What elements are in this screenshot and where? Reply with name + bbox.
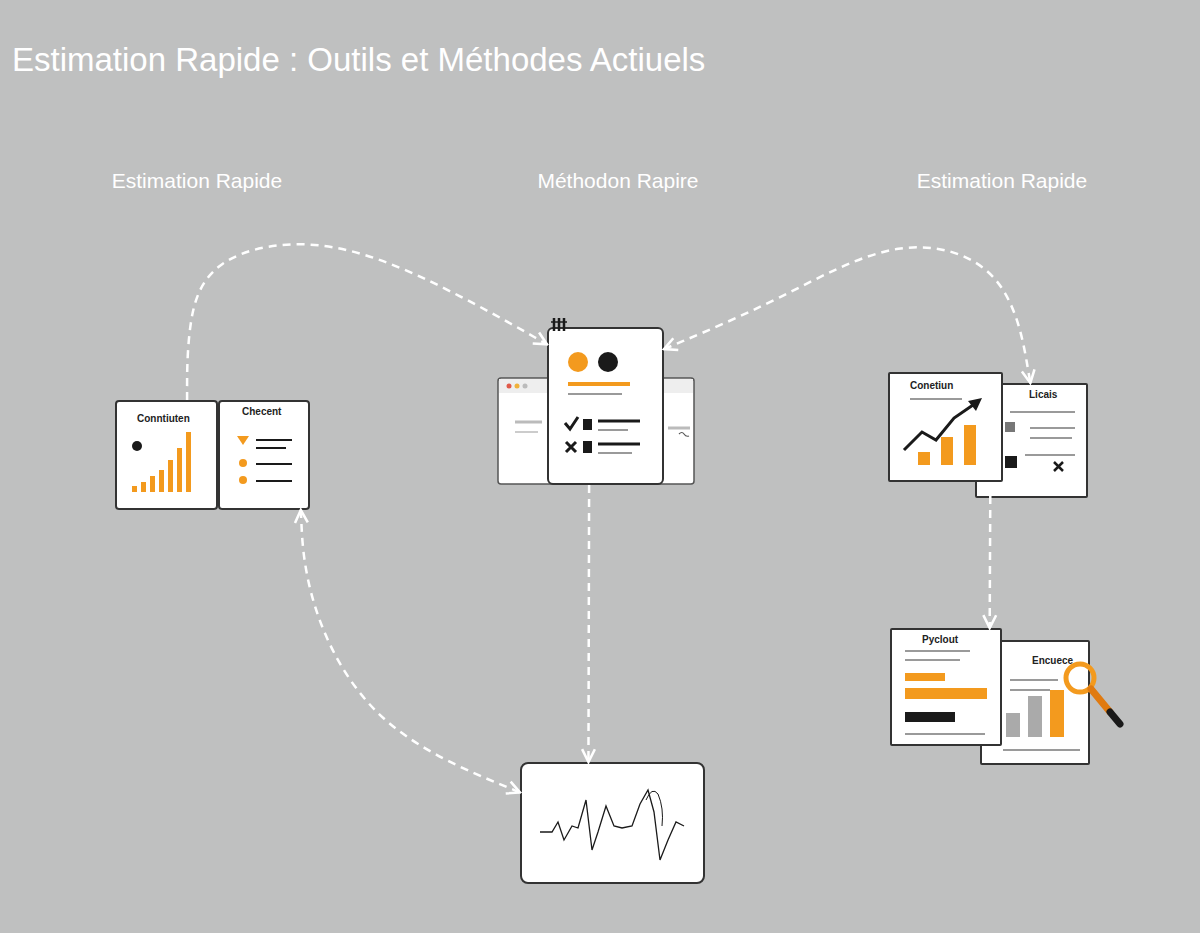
report-bar	[905, 688, 987, 699]
chart-bar	[186, 432, 191, 492]
text-line	[905, 659, 960, 661]
column-heading: Estimation Rapide	[37, 168, 357, 194]
text-line	[905, 650, 970, 652]
dashed-arrow	[301, 510, 520, 793]
text-line	[256, 480, 292, 482]
list-square	[1005, 422, 1015, 432]
bar-chart-icon	[132, 432, 191, 492]
waveform-line	[540, 790, 684, 860]
text-line	[1030, 427, 1075, 429]
pin-mark	[553, 318, 556, 331]
list-square	[1005, 456, 1017, 468]
trend-line	[904, 405, 973, 450]
card-heading: Encuece	[1032, 655, 1086, 667]
highlight-line	[568, 382, 630, 386]
list-icon	[237, 436, 292, 484]
text-line	[568, 393, 622, 395]
text-line	[515, 421, 542, 424]
cross-mark	[1054, 462, 1063, 471]
card-heading: Pyclout	[922, 634, 998, 646]
pin-mark	[558, 318, 561, 331]
chart-bar	[132, 486, 137, 492]
chart-bar	[1050, 690, 1064, 737]
window-dot	[523, 384, 528, 389]
chart-dot	[132, 441, 142, 451]
magnifier-handle	[1091, 689, 1110, 712]
magnifier-grip	[1110, 712, 1120, 724]
text-line	[1030, 437, 1072, 439]
dashed-arrow	[587, 485, 590, 762]
text-line	[1025, 454, 1075, 456]
document-card: Conetiun	[888, 372, 1003, 482]
heart-bullet	[237, 436, 249, 445]
list-bullet	[239, 476, 247, 484]
text-line	[1003, 749, 1080, 751]
magnifier-lens	[1066, 664, 1094, 692]
pin-mark	[551, 321, 567, 323]
dashed-arrow	[664, 247, 1030, 383]
column-heading: Méthodon Rapire	[458, 168, 778, 194]
document-card: Pyclout	[890, 628, 1002, 746]
document-card: Checent	[218, 400, 310, 510]
document-card: Conntiuten	[115, 400, 218, 510]
avatar-dot	[598, 352, 618, 372]
text-line	[256, 463, 292, 465]
window-dot	[515, 384, 520, 389]
document-card	[547, 327, 664, 485]
chart-bar	[964, 425, 976, 465]
waveform-icon	[540, 790, 684, 860]
waveform-line	[646, 791, 663, 826]
check-mark	[565, 417, 578, 429]
check-box	[583, 419, 592, 430]
text-line	[598, 429, 628, 431]
text-line	[905, 733, 985, 735]
text-line	[1010, 411, 1075, 413]
column-heading: Estimation Rapide	[842, 168, 1162, 194]
checklist-icon	[551, 318, 640, 453]
text-line	[598, 452, 632, 454]
card-heading: Licais	[1029, 389, 1084, 401]
card-heading: Conntiuten	[137, 413, 214, 425]
analysis-icon	[1003, 664, 1120, 750]
avatar-dot	[568, 352, 588, 372]
chart-bar	[168, 460, 173, 492]
text-line	[668, 427, 690, 430]
card-heading: Conetiun	[910, 380, 999, 392]
chart-bar	[1028, 696, 1042, 737]
chart-bar	[1006, 713, 1020, 737]
text-line	[598, 443, 640, 446]
report-icon	[905, 651, 987, 734]
cross-mark	[566, 442, 576, 452]
window-dot	[507, 384, 512, 389]
text-line	[1010, 679, 1058, 681]
diagram-title: Estimation Rapide : Outils et Méthodes A…	[12, 41, 1112, 79]
chart-bar	[918, 452, 930, 465]
chart-bar	[150, 476, 155, 492]
chart-bar	[177, 448, 182, 492]
text-line	[598, 420, 640, 423]
list-icon	[1005, 412, 1075, 471]
card-heading: Checent	[242, 406, 306, 418]
document-card	[520, 762, 705, 884]
text-line	[256, 439, 292, 441]
chart-bar	[941, 437, 953, 465]
text-line	[1010, 689, 1050, 691]
check-box	[583, 441, 592, 453]
list-bullet	[239, 459, 247, 467]
growth-chart-icon	[904, 398, 982, 465]
text-line	[515, 431, 538, 433]
dashed-arrow	[988, 482, 991, 628]
pin-mark	[563, 318, 566, 331]
scribble-mark	[679, 433, 689, 437]
dashed-arrow	[187, 244, 547, 400]
report-bar	[905, 673, 945, 681]
report-bar	[905, 712, 955, 722]
chart-bar	[141, 482, 146, 492]
trend-arrowhead	[968, 398, 982, 411]
chart-bar	[159, 470, 164, 492]
text-line	[910, 398, 962, 400]
text-line	[256, 447, 286, 449]
